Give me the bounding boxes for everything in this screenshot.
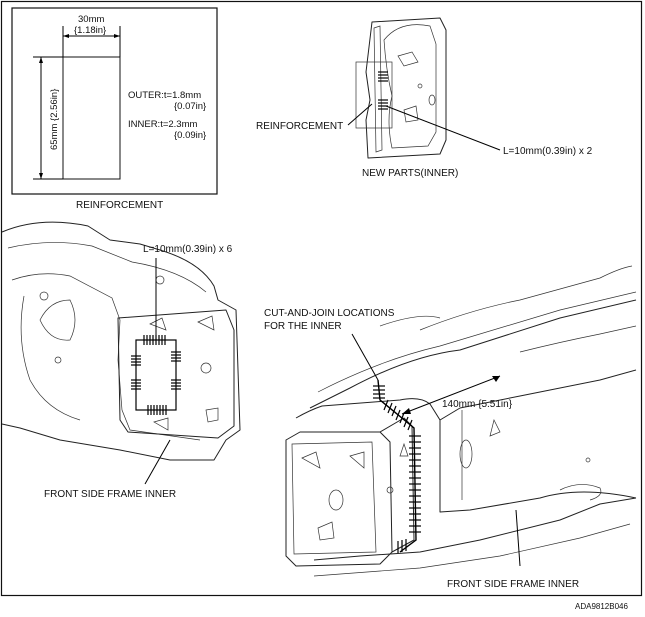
inner-thickness-in: {0.09in} <box>174 130 206 141</box>
new-parts-caption: NEW PARTS(INNER) <box>362 168 458 179</box>
width-mm: 30mm <box>78 14 104 25</box>
height-label: 65mm {2.56in} <box>49 89 60 150</box>
new-parts-reinforcement-label: REINFORCEMENT <box>256 121 343 132</box>
new-parts-weld-marks <box>378 71 388 110</box>
left-weld-marks <box>131 335 181 415</box>
reinforcement-overlay <box>355 61 393 129</box>
left-reinforcement-plate <box>135 339 177 411</box>
new-parts-illustration <box>347 17 501 159</box>
outer-thickness: OUTER:t=1.8mm <box>128 90 201 101</box>
width-in: {1.18in} <box>74 25 106 36</box>
outer-thickness-in: {0.07in} <box>174 101 206 112</box>
cut-and-join-weld-marks <box>373 379 421 553</box>
new-parts-weld-label: L=10mm(0.39in) x 2 <box>503 146 593 157</box>
cut-label-line1: CUT-AND-JOIN LOCATIONS <box>264 308 395 319</box>
cut-label-line2: FOR THE INNER <box>264 321 342 332</box>
figure-code: ADA9812B046 <box>575 602 628 611</box>
reinforcement-plate <box>62 56 121 180</box>
left-weld-label: L=10mm(0.39in) x 6 <box>143 244 233 255</box>
figure-frame <box>0 0 643 597</box>
left-frame-illustration <box>1 221 241 485</box>
left-caption: FRONT SIDE FRAME INNER <box>44 489 176 500</box>
right-frame-illustration <box>285 265 637 577</box>
length-label: 140mm {5.51in} <box>442 399 513 410</box>
dimension-panel-frame <box>11 7 218 195</box>
right-caption: FRONT SIDE FRAME INNER <box>447 579 579 590</box>
inner-thickness: INNER:t=2.3mm <box>128 119 198 130</box>
reinforcement-dimension-panel: 30mm {1.18in} 65mm {2.56in} OUTER:t=1.8m… <box>11 7 218 195</box>
dimension-caption: REINFORCEMENT <box>76 200 163 211</box>
